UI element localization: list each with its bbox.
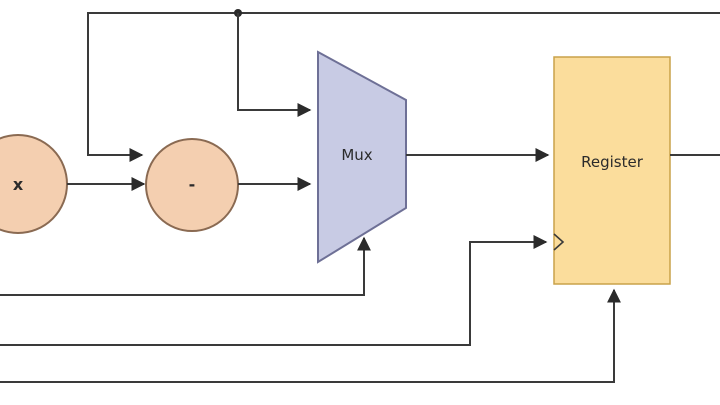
- feedback-wire-to-mux: [237, 13, 312, 117]
- mux-label: Mux: [341, 146, 372, 164]
- mux-select-wire: [0, 236, 371, 296]
- register-block: [553, 56, 671, 285]
- register-enable-wire: [0, 288, 621, 383]
- multiply-operator: [0, 134, 68, 234]
- clock-input-marker: [553, 233, 565, 251]
- mux-block: [317, 50, 407, 264]
- multiply-operator-label: x: [13, 175, 24, 194]
- subtract-operator-label: -: [189, 175, 196, 194]
- clock-wire: [0, 235, 548, 346]
- feedback-wire-top: [87, 12, 720, 162]
- register-label: Register: [581, 153, 644, 171]
